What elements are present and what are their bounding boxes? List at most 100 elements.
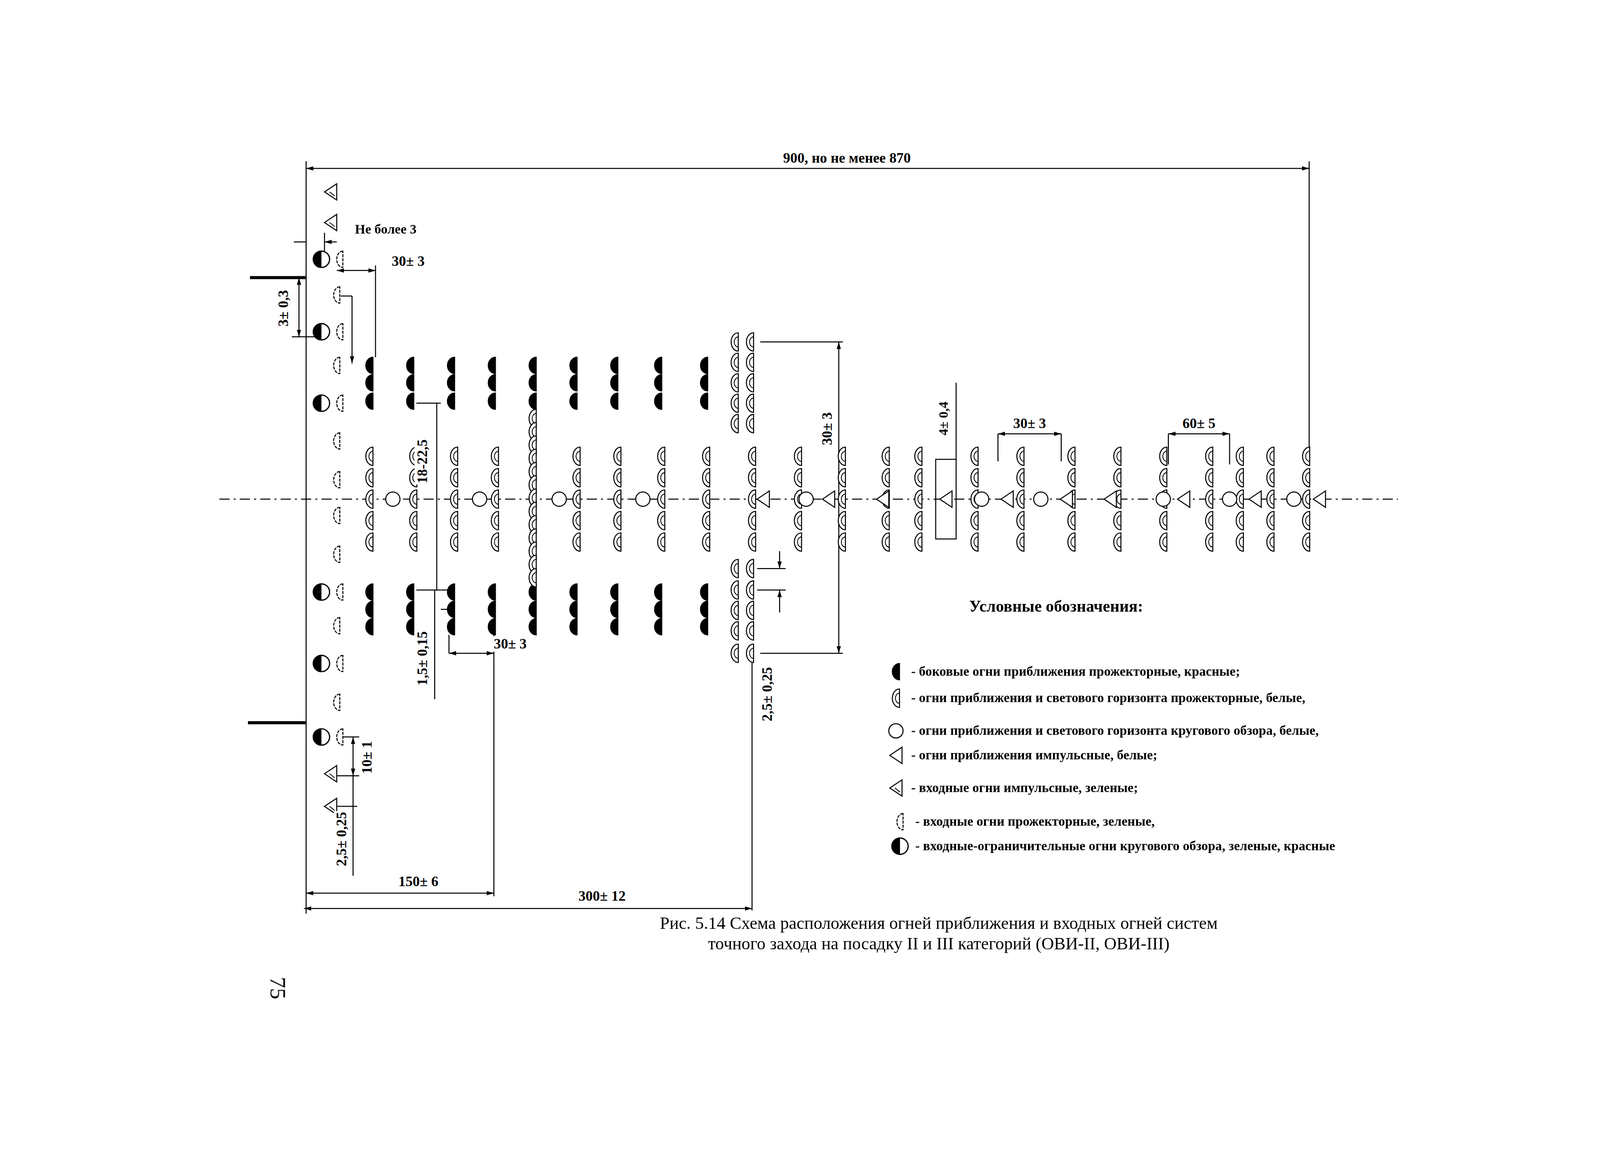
white-flood-light: [797, 536, 802, 547]
green-flash-light: [329, 191, 335, 196]
white-flood-light: [1236, 468, 1244, 487]
white-flood-light: [749, 647, 754, 658]
dimension-line: [324, 241, 337, 243]
white-flood-light: [885, 515, 890, 526]
flash-light: [1103, 490, 1117, 507]
dimension-label: 18-22,5: [414, 438, 431, 485]
green-flood-light: [333, 471, 340, 488]
white-flood-light: [749, 397, 754, 408]
green-flash-light: [329, 805, 335, 810]
red-side-light: [365, 601, 373, 618]
white-flood-light: [1016, 489, 1024, 508]
dimension-line: [998, 432, 1062, 434]
white-flood-light: [734, 625, 739, 636]
red-side-light: [488, 583, 496, 601]
white-flood-light: [616, 515, 622, 526]
green-flood-light: [333, 357, 340, 374]
red-side-light: [488, 374, 496, 391]
flash-light: [324, 214, 337, 231]
red-side-light: [488, 618, 496, 635]
white-flood-light: [450, 489, 458, 508]
white-flood-light: [572, 532, 581, 552]
white-flood-light: [749, 584, 754, 595]
white-flood-light: [660, 493, 665, 504]
white-flood-light: [1269, 451, 1274, 462]
white-flood-light: [1205, 447, 1213, 466]
dimension-line: [306, 167, 1310, 169]
white-flood-light: [368, 451, 373, 462]
white-flood-light: [1016, 447, 1024, 466]
white-flood-light: [841, 472, 846, 483]
white-flood-light: [657, 532, 666, 552]
dimension-line: [448, 652, 494, 654]
extension-line: [998, 433, 1230, 465]
white-flood-light: [1113, 468, 1122, 487]
legend-text: - огни приближения и светового горизонта…: [911, 690, 1306, 706]
white-flood-light: [450, 511, 458, 530]
white-flood-light: [914, 532, 923, 552]
white-flood-light: [882, 447, 890, 466]
threshold-wingbar-light: [891, 837, 900, 855]
white-flood-light: [838, 532, 846, 552]
white-flood-light: [973, 451, 979, 462]
red-side-light: [365, 583, 373, 601]
red-side-light: [610, 618, 618, 635]
white-flood-light: [1302, 489, 1310, 508]
white-flood-light: [576, 472, 581, 483]
white-flood-light: [749, 336, 754, 347]
dimension-line: [303, 907, 752, 909]
white-flood-light: [748, 468, 756, 487]
red-side-light: [447, 357, 455, 374]
white-flood-light: [730, 601, 739, 620]
white-flood-light: [1162, 451, 1168, 462]
threshold-wingbar-light: [313, 655, 322, 672]
white-flood-light: [1162, 515, 1168, 526]
dimension-label: 300± 12: [577, 888, 627, 905]
white-flood-light: [841, 536, 846, 547]
white-flood-light: [450, 532, 458, 552]
dimension-line: [434, 589, 436, 699]
dimension-label: 10± 1: [359, 739, 376, 775]
red-side-light: [610, 601, 618, 618]
white-flood-light: [531, 466, 537, 477]
white-flood-light: [1159, 447, 1168, 466]
white-flood-light: [494, 536, 499, 547]
red-side-light: [610, 357, 618, 374]
white-flood-light: [494, 451, 499, 462]
white-flood-light: [613, 489, 622, 508]
white-flood-light: [794, 532, 802, 552]
white-flood-light: [491, 532, 499, 552]
figure-caption: Рис. 5.14 Схема расположения огней прибл…: [653, 913, 1225, 955]
white-flood-light: [491, 468, 499, 487]
white-flood-light: [1068, 447, 1076, 466]
extension-line: [448, 634, 494, 896]
white-flood-light: [412, 493, 418, 504]
white-flood-light: [616, 493, 622, 504]
white-flood-light: [1016, 532, 1024, 552]
white-flood-light: [748, 511, 756, 530]
white-flood-light: [970, 468, 979, 487]
white-flood-light: [917, 493, 922, 504]
red-side-light: [700, 583, 708, 601]
flash-light: [324, 183, 337, 200]
green-flood-light: [333, 617, 340, 634]
dimension-label: 30± 3: [1012, 415, 1048, 432]
dimension-label: 3± 0,3: [275, 288, 292, 328]
white-flood-light: [1208, 515, 1213, 526]
red-side-light: [529, 392, 537, 410]
white-flood-light: [572, 447, 581, 466]
flash-light: [1177, 490, 1190, 507]
white-flood-light: [749, 563, 754, 574]
white-flood-light: [1269, 493, 1274, 504]
white-flood-light: [1305, 472, 1310, 483]
white-flood-light: [368, 472, 373, 483]
white-flood-light: [734, 605, 739, 616]
red-side-light: [892, 663, 900, 680]
white-flood-light: [746, 580, 754, 599]
white-flood-light: [412, 536, 418, 547]
white-flood-light: [494, 493, 499, 504]
red-side-light: [700, 618, 708, 635]
white-flood-light: [702, 447, 710, 466]
red-side-light: [700, 374, 708, 391]
white-flood-light: [531, 479, 537, 490]
